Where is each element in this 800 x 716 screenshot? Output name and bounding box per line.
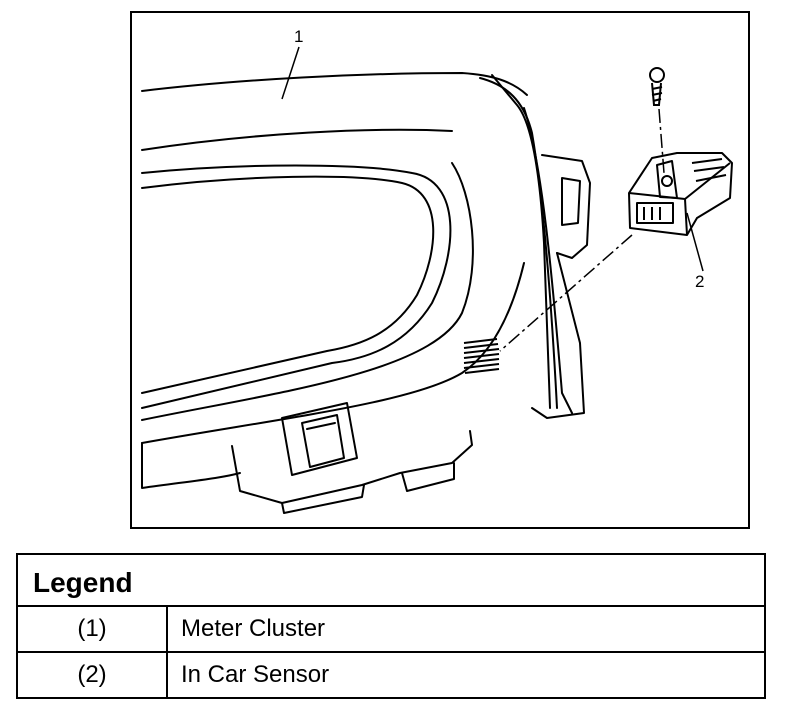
cluster-right-trim-face xyxy=(523,107,573,414)
legend-row-description: Meter Cluster xyxy=(181,615,326,642)
display-window-inner xyxy=(141,175,435,394)
callout-1: 1 xyxy=(294,27,304,46)
cluster-lower-housing xyxy=(141,442,241,489)
callout-2-leader xyxy=(686,212,704,272)
callout-1-leader xyxy=(281,46,300,100)
diagram-drawing xyxy=(141,46,733,514)
cluster-top-edge xyxy=(141,72,528,96)
screw-install-line xyxy=(658,108,665,174)
sensor-install-line xyxy=(499,234,633,352)
side-bracket xyxy=(541,154,591,259)
in-car-sensor-drawing xyxy=(628,152,733,236)
legend-header-row: Legend xyxy=(18,555,764,607)
cluster-right-trim-inner xyxy=(491,74,551,409)
sensor-vent-grille xyxy=(463,338,500,374)
switch-bezel xyxy=(281,402,358,476)
display-window-outer xyxy=(141,164,452,409)
cluster-right-trim-outer xyxy=(479,77,558,409)
legend-table: Legend (1) Meter Cluster (2) In Car Sens… xyxy=(16,553,766,699)
legend-title: Legend xyxy=(33,567,133,598)
legend-row: (2) In Car Sensor xyxy=(18,653,764,697)
legend-row-number: (1) xyxy=(18,607,168,651)
legend-row-description: In Car Sensor xyxy=(181,661,330,688)
diagram-figure: 1 2 xyxy=(130,11,750,529)
legend-row-number: (2) xyxy=(18,653,168,697)
cluster-face-curve xyxy=(141,162,474,421)
screw-drawing xyxy=(649,67,665,106)
switch-button xyxy=(301,414,345,468)
callout-2: 2 xyxy=(695,272,705,291)
legend-row: (1) Meter Cluster xyxy=(18,607,764,653)
trim-lower-right xyxy=(531,252,585,419)
cluster-upper-rim xyxy=(141,128,453,151)
